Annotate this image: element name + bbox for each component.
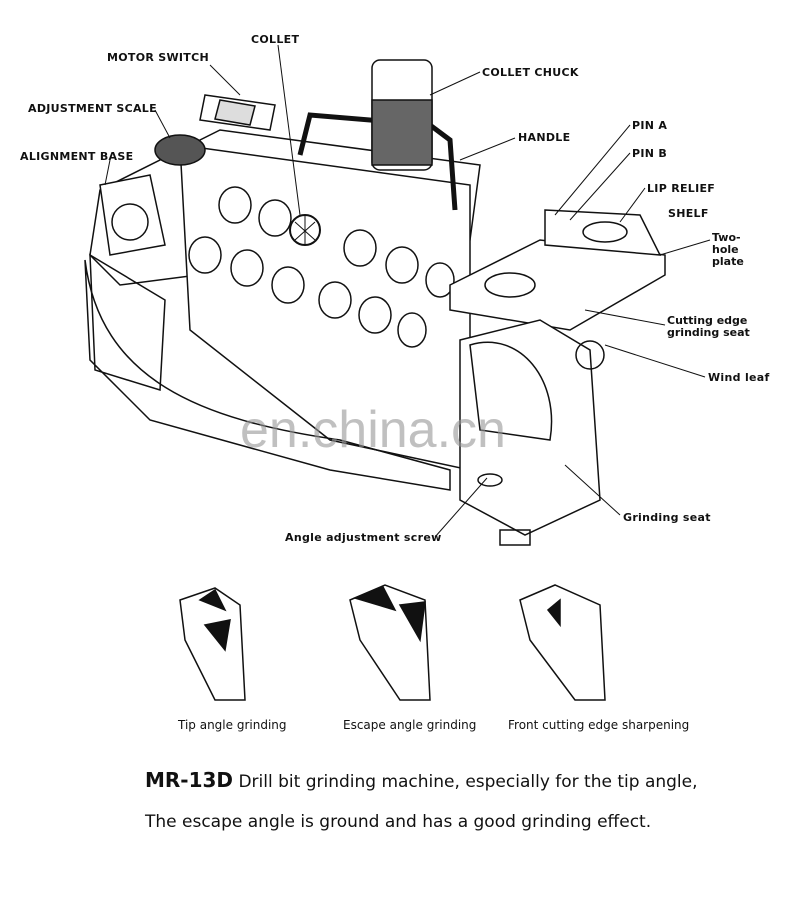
watermark: en.china.cn [240, 401, 506, 459]
label-shelf: SHELF [668, 207, 709, 220]
label-two-hole-plate: Two-hole plate [712, 231, 744, 268]
label-collet: COLLET [251, 33, 300, 46]
label-grinding-seat: Grinding seat [623, 511, 711, 524]
label-motor-switch: MOTOR SWITCH [107, 51, 209, 64]
leader-lines [104, 44, 711, 538]
alignment-hole [111, 203, 149, 241]
label-cutting-edge-seat: Cutting edge grinding seat [667, 314, 750, 339]
drill-bit-1-icon [179, 587, 246, 701]
description-line-2: The escape angle is ground and has a goo… [145, 812, 652, 832]
caption-front-edge: Front cutting edge sharpening [508, 718, 690, 732]
caption-tip-angle: Tip angle grinding [178, 718, 287, 732]
drill-bit-2-icon [349, 584, 431, 701]
label-wind-leaf: Wind leaf [708, 371, 770, 384]
label-handle: HANDLE [518, 131, 571, 144]
label-collet-chuck: COLLET CHUCK [482, 66, 579, 79]
drill-bit-3-icon [519, 584, 606, 701]
adjustment-knob-icon [154, 134, 206, 166]
wind-leaf-icon [575, 340, 605, 370]
description-text-1: Drill bit grinding machine, especially f… [238, 772, 698, 792]
label-pin-a: PIN A [632, 119, 668, 132]
label-angle-screw: Angle adjustment screw [285, 531, 442, 544]
alignment-base-body [89, 253, 166, 391]
grinding-seat-icon [459, 319, 601, 536]
two-hole-plate-icon [449, 239, 666, 331]
description-line-1: MR-13D Drill bit grinding machine, espec… [145, 768, 698, 792]
label-pin-b: PIN B [632, 147, 668, 160]
model-name: MR-13D [145, 768, 234, 792]
collet-holes [188, 186, 455, 348]
angle-screw-icon [477, 473, 503, 487]
caption-escape-angle: Escape angle grinding [343, 718, 477, 732]
label-alignment-base: ALIGNMENT BASE [20, 150, 134, 163]
label-adjustment-scale: ADJUSTMENT SCALE [28, 102, 157, 115]
label-lip-relief: LIP RELIEF [647, 182, 716, 195]
